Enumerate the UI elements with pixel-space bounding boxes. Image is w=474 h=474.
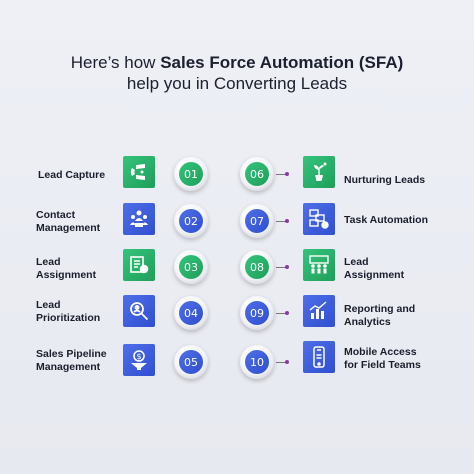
mobile-icon [303, 341, 335, 373]
item-label: Lead Assignment [36, 256, 97, 281]
step-circle: 06 [240, 157, 274, 191]
item-label: Lead Capture [38, 169, 106, 181]
page-title: Here’s how Sales Force Automation (SFA) … [0, 52, 474, 94]
step-circle: 03 [174, 250, 208, 284]
item-label: Contact Management [36, 209, 101, 234]
team-icon [123, 203, 155, 235]
item-label: Lead Assignment [344, 256, 405, 281]
connector-dot [285, 360, 289, 364]
item-label: Reporting and Analytics [344, 303, 416, 328]
step-number: 06 [245, 162, 269, 186]
step-number: 10 [245, 350, 269, 374]
connector-dot [285, 172, 289, 176]
step-number: 02 [179, 209, 203, 233]
step-number: 04 [179, 301, 203, 325]
analytics-icon [303, 295, 335, 327]
people-board-icon [303, 249, 335, 281]
dollar-funnel-icon: $ [123, 344, 155, 376]
step-circle: 01 [174, 157, 208, 191]
item-label: Mobile Access for Field Teams [344, 346, 421, 371]
step-circle: 09 [240, 296, 274, 330]
step-number: 07 [245, 209, 269, 233]
item-label: Lead Prioritization [36, 299, 101, 324]
item-label: Sales Pipeline Management [36, 348, 107, 373]
step-number: 03 [179, 255, 203, 279]
step-circle: 10 [240, 345, 274, 379]
step-circle: 02 [174, 204, 208, 238]
item-label: Task Automation [344, 214, 429, 226]
magnet-icon [123, 156, 155, 188]
search-person-icon [123, 295, 155, 327]
step-circle: 07 [240, 204, 274, 238]
connector-line [276, 313, 286, 314]
connector-line [276, 362, 286, 363]
connector-line [276, 221, 286, 222]
connector-dot [285, 311, 289, 315]
plant-icon [303, 156, 335, 188]
svg-text:$: $ [136, 352, 141, 361]
connector-dot [285, 219, 289, 223]
step-circle: 05 [174, 345, 208, 379]
step-number: 08 [245, 255, 269, 279]
task-gear-icon [303, 203, 335, 235]
connector-line [276, 267, 286, 268]
step-number: 09 [245, 301, 269, 325]
assignment-icon [123, 249, 155, 281]
item-label: Nurturing Leads [344, 174, 426, 186]
title-bold: Sales Force Automation (SFA) [160, 53, 404, 72]
title-line2: help you in Converting Leads [126, 74, 348, 93]
connector-line [276, 174, 286, 175]
connector-dot [285, 265, 289, 269]
step-number: 05 [179, 350, 203, 374]
step-number: 01 [179, 162, 203, 186]
step-circle: 04 [174, 296, 208, 330]
title-prefix: Here’s how [70, 53, 161, 72]
step-circle: 08 [240, 250, 274, 284]
